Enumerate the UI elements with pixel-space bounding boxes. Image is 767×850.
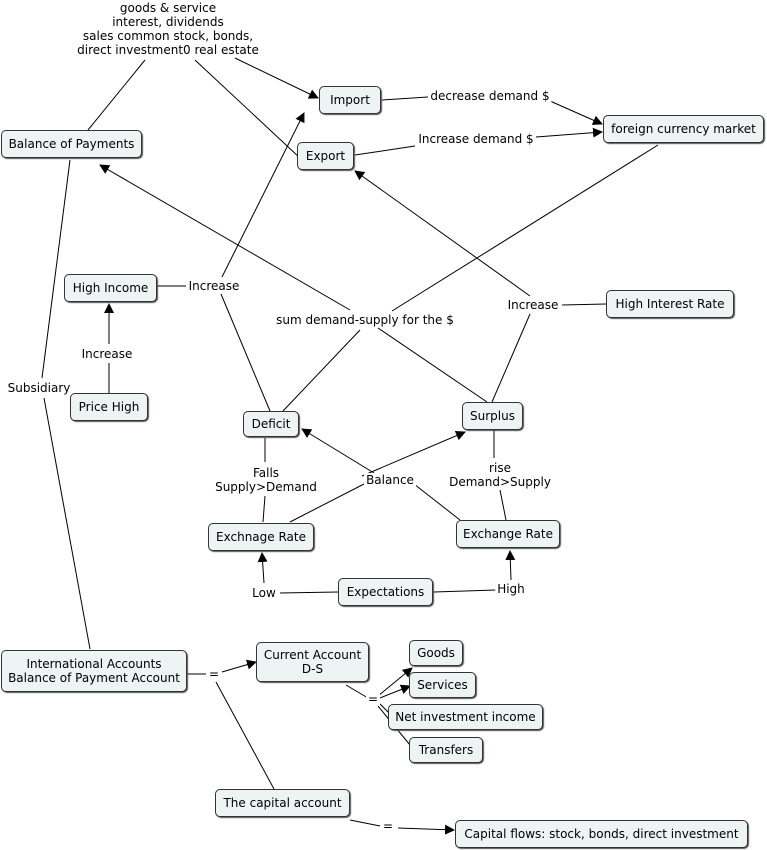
equals-sub-label: = [365,692,381,706]
edge-surplus-to-increase [491,313,531,403]
edge-import-to-demand [381,96,429,101]
node-high-income[interactable]: High Income [64,274,157,302]
node-transfers[interactable]: Transfers [409,737,483,763]
decrease-demand-label: decrease demand $ [428,89,552,103]
edge-demand-to-market [549,100,603,125]
rise-label: rise Demand>Supply [447,461,553,489]
node-import[interactable]: Import [319,86,381,114]
balance-label: Balance [364,473,416,487]
increase-demand-label: Increase demand $ [416,132,536,146]
edge-subsidiary-to-international [43,397,91,650]
edge-sum-to-bop [99,164,351,311]
node-current-account[interactable]: Current Account D-S [256,642,369,682]
edge-deficit-to-increase [220,293,271,412]
edge-increase-to-export [354,170,531,297]
edge-eq-to-services [379,684,411,699]
node-international-accounts[interactable]: International Accounts Balance of Paymen… [1,650,187,692]
node-expectations[interactable]: Expectations [338,578,433,606]
node-services[interactable]: Services [409,672,476,698]
edge-falls-to-exrate [262,495,266,523]
node-price-high[interactable]: Price High [70,393,148,421]
edge-capital-to-eq [349,819,381,827]
node-surplus[interactable]: Surplus [462,402,523,430]
sum-demand-supply-label: sum demand-supply for the $ [274,313,456,327]
edge-increase-demand-to-market [535,127,603,138]
equals-capital-label: = [380,819,396,833]
subsidiary-label: Subsidiary [5,381,73,395]
edge-current-to-eq [345,684,369,699]
edge-exrate-low-to-balance [289,483,365,523]
node-net-investment-income[interactable]: Net investment income [388,704,543,730]
low-label: Low [250,586,278,600]
edge-eq-to-flows [397,824,455,835]
node-balance-of-payments[interactable]: Balance of Payments [1,130,142,158]
edge-items-to-export [194,59,301,159]
edge-balance-to-deficit [301,428,375,474]
edge-sum-to-deficit [282,329,361,412]
falls-label: Falls Supply>Demand [213,466,319,494]
edge-low-to-exrate [257,552,268,584]
edge-expect-to-low [279,591,339,594]
node-goods[interactable]: Goods [409,640,463,666]
edge-eq-to-current [221,659,257,673]
edge-increase-to-import [221,112,305,278]
edge-international-to-capital [215,681,275,790]
high-label: High [495,582,527,596]
edge-expect-to-high [433,589,497,593]
node-capital-account[interactable]: The capital account [215,789,350,817]
increase-interest-label: Increase [505,298,561,312]
node-capital-flows[interactable]: Capital flows: stock, bonds, direct inve… [455,820,748,848]
edge-eq-to-goods [377,667,413,697]
node-foreign-currency-market[interactable]: foreign currency market [603,115,764,143]
edge-export-to-increase-demand [354,145,416,156]
edge-balance-to-surplus [361,430,466,477]
edge-rise-to-exrate [499,489,507,521]
bop-items-label: goods & service interest, dividends sale… [77,1,259,57]
edge-high-to-exrate [505,550,516,581]
increase-price-label: Increase [79,347,135,361]
equals-current-label: = [206,667,222,681]
edge-bop-to-subsidiary [41,159,71,379]
edge-surplus-to-sum [377,327,488,403]
edge-items-to-import [234,57,319,99]
node-exchange-rate-high[interactable]: Exchange Rate [456,520,560,548]
increase-income-label: Increase [186,279,242,293]
edge-market-to-sum [391,144,659,312]
node-export[interactable]: Export [297,142,354,170]
edge-interest-to-increase [561,303,607,306]
edge-bop-to-items [87,59,146,131]
node-high-interest-rate[interactable]: High Interest Rate [606,290,734,318]
node-exchange-rate-low[interactable]: Exchnage Rate [208,523,314,551]
edge-exrate-high-to-balance [413,483,461,521]
node-deficit[interactable]: Deficit [243,411,299,437]
